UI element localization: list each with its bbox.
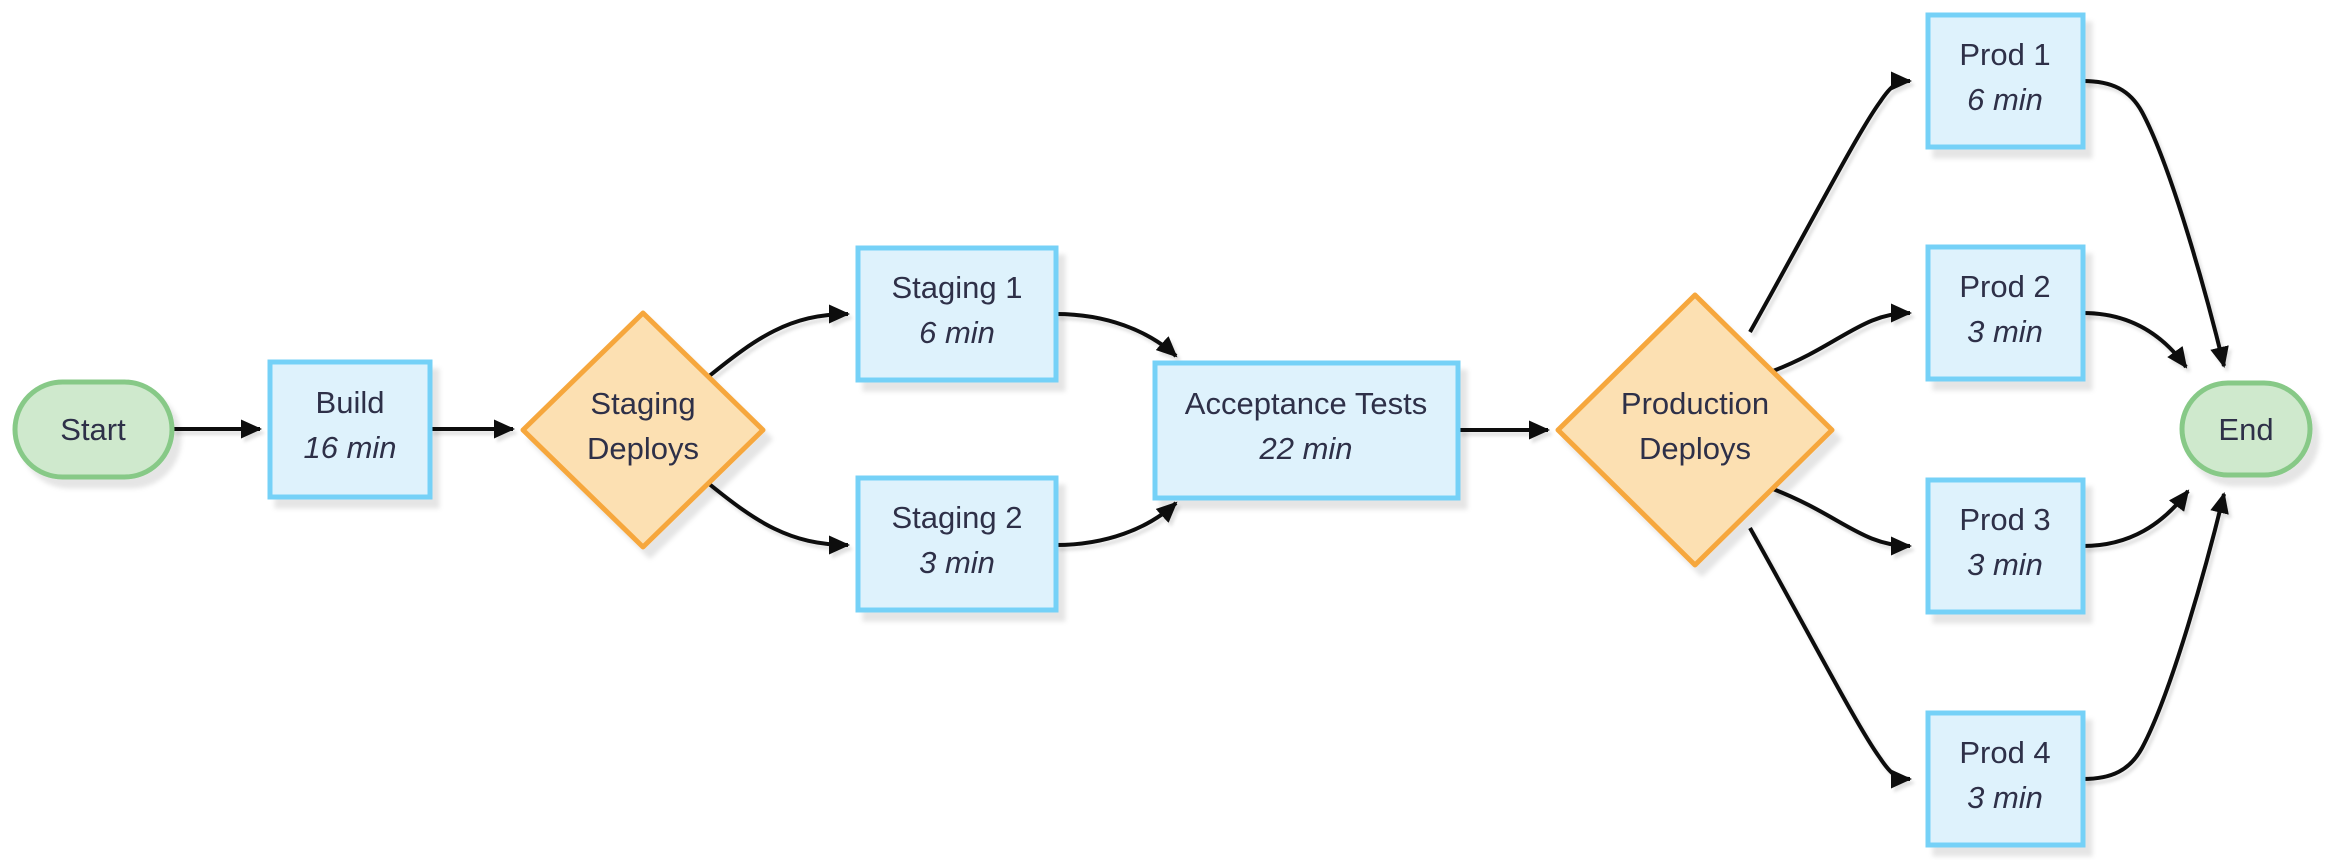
end-label: End — [2218, 412, 2273, 447]
end-stadium — [2179, 380, 2313, 478]
production-deploys-label-line2: Deploys — [1639, 431, 1751, 466]
prod-4-rect — [1925, 710, 2086, 848]
staging-deploys-diamond — [520, 310, 766, 550]
prod-3-duration: 3 min — [1967, 547, 2043, 582]
node-staging-1: Staging 1 6 min — [855, 245, 1059, 383]
edge-production-deploys-prod-2 — [1772, 303, 1912, 373]
staging-1-duration: 6 min — [919, 315, 995, 350]
node-prod-1: Prod 1 6 min — [1925, 12, 2086, 150]
edge-staging-deploys-staging-1 — [706, 304, 850, 379]
start-label: Start — [60, 412, 126, 447]
node-staging-deploys: Staging Deploys — [520, 310, 766, 550]
prod-3-label: Prod 3 — [1959, 502, 2050, 537]
production-deploys-label-line1: Production — [1621, 386, 1769, 421]
prod-1-duration: 6 min — [1967, 82, 2043, 117]
staging-2-rect — [855, 475, 1059, 613]
prod-2-label: Prod 2 — [1959, 269, 2050, 304]
edge-production-deploys-prod-3 — [1772, 487, 1912, 556]
staging-1-rect — [855, 245, 1059, 383]
edge-production-deploys-prod-4 — [1748, 527, 1912, 789]
acceptance-tests-rect — [1152, 360, 1461, 501]
edge-prod-2-end — [2082, 311, 2188, 369]
node-prod-4: Prod 4 3 min — [1925, 710, 2086, 848]
prod-1-label: Prod 1 — [1959, 37, 2050, 72]
prod-3-rect — [1925, 477, 2086, 615]
nodes-layer: Start Build 16 min Staging Deploys Stagi… — [12, 12, 2313, 848]
prod-2-duration: 3 min — [1967, 314, 2043, 349]
build-label: Build — [316, 385, 385, 420]
edge-prod-1-end — [2082, 79, 2229, 368]
edge-production-deploys-prod-1 — [1748, 71, 1912, 333]
start-stadium — [12, 379, 175, 480]
edges-layer — [172, 71, 2229, 789]
prod-1-rect — [1925, 12, 2086, 150]
prod-4-duration: 3 min — [1967, 780, 2043, 815]
prod-4-label: Prod 4 — [1959, 735, 2050, 770]
staging-1-label: Staging 1 — [892, 270, 1023, 305]
node-build: Build 16 min — [267, 359, 433, 500]
node-prod-3: Prod 3 3 min — [1925, 477, 2086, 615]
node-acceptance-tests: Acceptance Tests 22 min — [1152, 360, 1461, 501]
edge-staging-1-acceptance — [1055, 312, 1178, 358]
build-duration: 16 min — [303, 430, 396, 465]
node-start: Start — [12, 379, 175, 480]
edge-prod-4-end — [2082, 492, 2229, 781]
production-deploys-diamond — [1555, 292, 1835, 568]
prod-2-rect — [1925, 244, 2086, 382]
node-production-deploys: Production Deploys — [1555, 292, 1835, 568]
staging-2-duration: 3 min — [919, 545, 995, 580]
node-end: End — [2179, 380, 2313, 478]
staging-deploys-label-line2: Deploys — [587, 431, 699, 466]
node-prod-2: Prod 2 3 min — [1925, 244, 2086, 382]
acceptance-tests-duration: 22 min — [1258, 431, 1352, 466]
staging-2-label: Staging 2 — [892, 500, 1023, 535]
edge-prod-3-end — [2082, 489, 2190, 548]
staging-deploys-label-line1: Staging — [590, 386, 695, 421]
edge-staging-deploys-staging-2 — [706, 481, 850, 555]
acceptance-tests-label: Acceptance Tests — [1185, 386, 1427, 421]
node-staging-2: Staging 2 3 min — [855, 475, 1059, 613]
edge-staging-2-acceptance — [1055, 501, 1178, 547]
build-rect — [267, 359, 433, 500]
